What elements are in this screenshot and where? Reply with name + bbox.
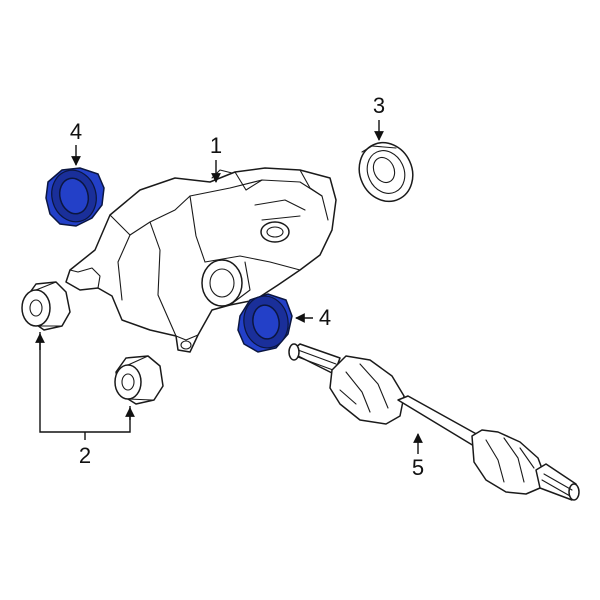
bushing-left [21,281,71,331]
leader-lines [35,120,423,454]
bushing-right [114,355,164,405]
seal-middle [237,293,293,353]
callout-4-top: 4 [70,119,82,144]
axle-shaft [288,343,580,501]
callout-1: 1 [210,133,222,158]
callout-2: 2 [79,443,91,468]
callout-5: 5 [412,455,424,480]
seal-right [358,141,414,203]
callout-4-mid: 4 [319,305,331,330]
callout-3: 3 [373,93,385,118]
seal-top-left [45,167,105,227]
differential-housing [65,167,337,353]
